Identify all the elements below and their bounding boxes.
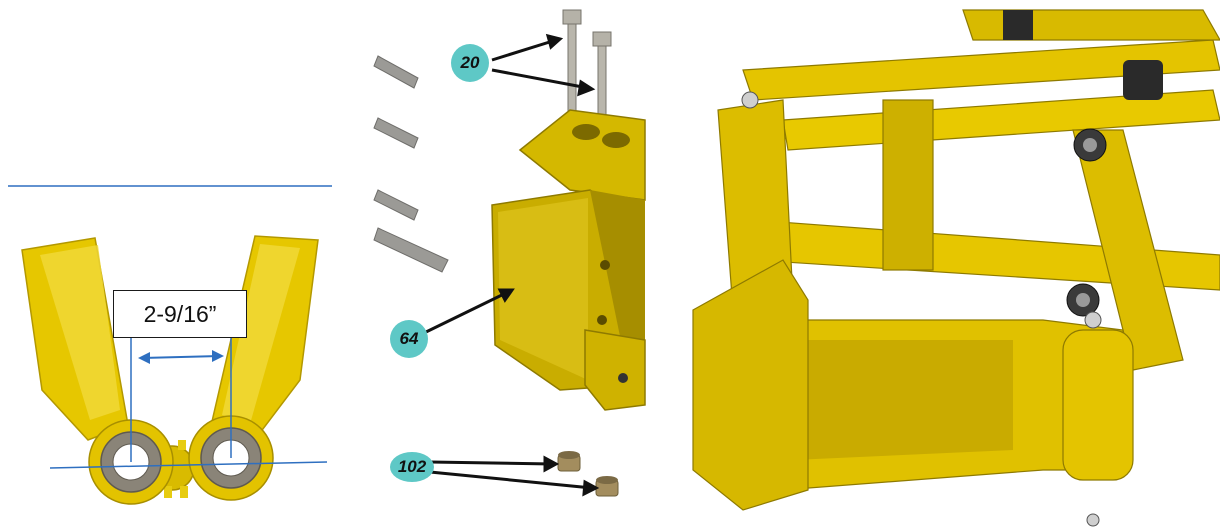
left-arm-highlight — [40, 245, 120, 420]
pin-parts — [373, 55, 449, 273]
lower-left-bracket — [692, 259, 809, 511]
callout-64: 64 — [390, 320, 428, 358]
exploded-parts-view: 20 64 102 — [360, 0, 680, 529]
frame-drawing — [692, 9, 1220, 527]
roller-spacing-detail: 2-9/16” — [0, 0, 345, 529]
exploded-drawing — [373, 9, 646, 497]
top-dark-components — [1003, 10, 1163, 100]
right-upright — [1072, 129, 1184, 371]
housing-body — [491, 109, 646, 411]
bushings — [557, 451, 619, 497]
callout-102: 102 — [390, 452, 434, 482]
roller-spacing-drawing — [8, 185, 332, 505]
frame-bolts — [741, 91, 1102, 527]
dimension-arrow — [138, 350, 224, 364]
wheels — [1066, 128, 1107, 317]
leader-lines — [425, 33, 600, 497]
center-strap — [882, 99, 934, 271]
bottom-member-face — [793, 340, 1013, 460]
right-cylinder — [1062, 329, 1134, 481]
bottom-reference-line — [49, 461, 328, 469]
assembled-frame-view — [683, 0, 1220, 529]
dimension-label: 2-9/16” — [113, 290, 247, 338]
callout-20: 20 — [451, 44, 489, 82]
right-arm-highlight — [222, 244, 300, 424]
